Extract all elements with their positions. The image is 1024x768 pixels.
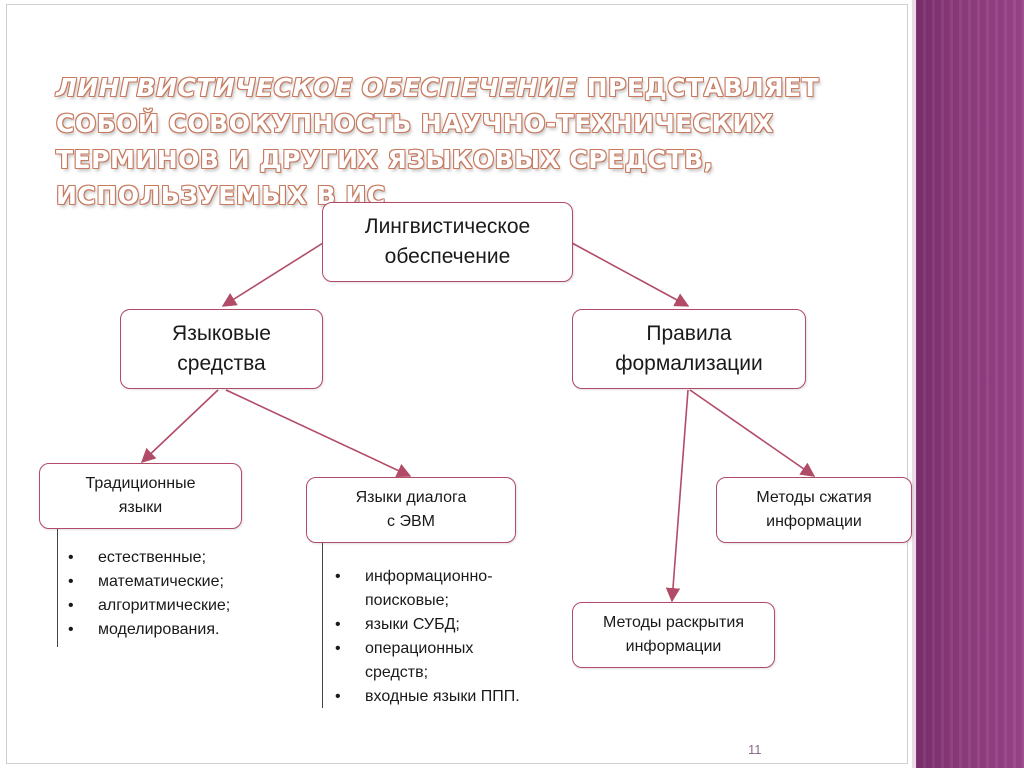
node-disclosure: Методы раскрытия информации — [572, 602, 775, 668]
slide-border — [6, 4, 908, 764]
list-traditional: естественные; математические; алгоритмич… — [60, 546, 300, 642]
node-formal-rules: Правила формализации — [572, 309, 806, 389]
list-dialog-rule — [322, 543, 323, 708]
list-item: моделирования. — [68, 618, 300, 642]
title-rest: представляет собой совокупность научно-т… — [56, 73, 820, 210]
list-item: языки СУБД; — [335, 613, 577, 637]
arrow-lang-means-to-traditional — [140, 389, 219, 463]
list-item: естественные; — [68, 546, 300, 570]
list-item: информационно- поисковые; — [335, 565, 577, 613]
diagram-arrows — [140, 242, 816, 603]
list-dialog: информационно- поисковые; языки СУБД; оп… — [327, 565, 577, 709]
node-dialog: Языки диалога с ЭВМ — [306, 477, 516, 543]
node-compression: Методы сжатия информации — [716, 477, 912, 543]
arrow-formal-rules-to-compression — [689, 389, 816, 477]
arrow-formal-rules-to-disclosure — [665, 389, 689, 603]
slide-title: Лингвистическое обеспечение представляет… — [56, 70, 876, 214]
node-root: Лингвистическое обеспечение — [322, 202, 573, 282]
side-panel-edge — [912, 0, 916, 768]
list-item: алгоритмические; — [68, 594, 300, 618]
page-number: 11 — [748, 742, 762, 757]
arrow-lang-means-to-dialog — [225, 389, 412, 478]
arrow-root-to-formal-rules — [571, 242, 690, 307]
list-item: математические; — [68, 570, 300, 594]
side-panel — [914, 0, 1024, 768]
side-panel-texture — [914, 0, 1024, 768]
title-emphasis: Лингвистическое обеспечение — [56, 73, 578, 102]
node-traditional: Традиционные языки — [39, 463, 242, 529]
node-lang-means: Языковые средства — [120, 309, 323, 389]
list-item: операционных средств; — [335, 637, 577, 685]
arrow-root-to-lang-means — [221, 242, 324, 307]
list-traditional-rule — [57, 529, 58, 647]
list-item: входные языки ППП. — [335, 685, 577, 709]
